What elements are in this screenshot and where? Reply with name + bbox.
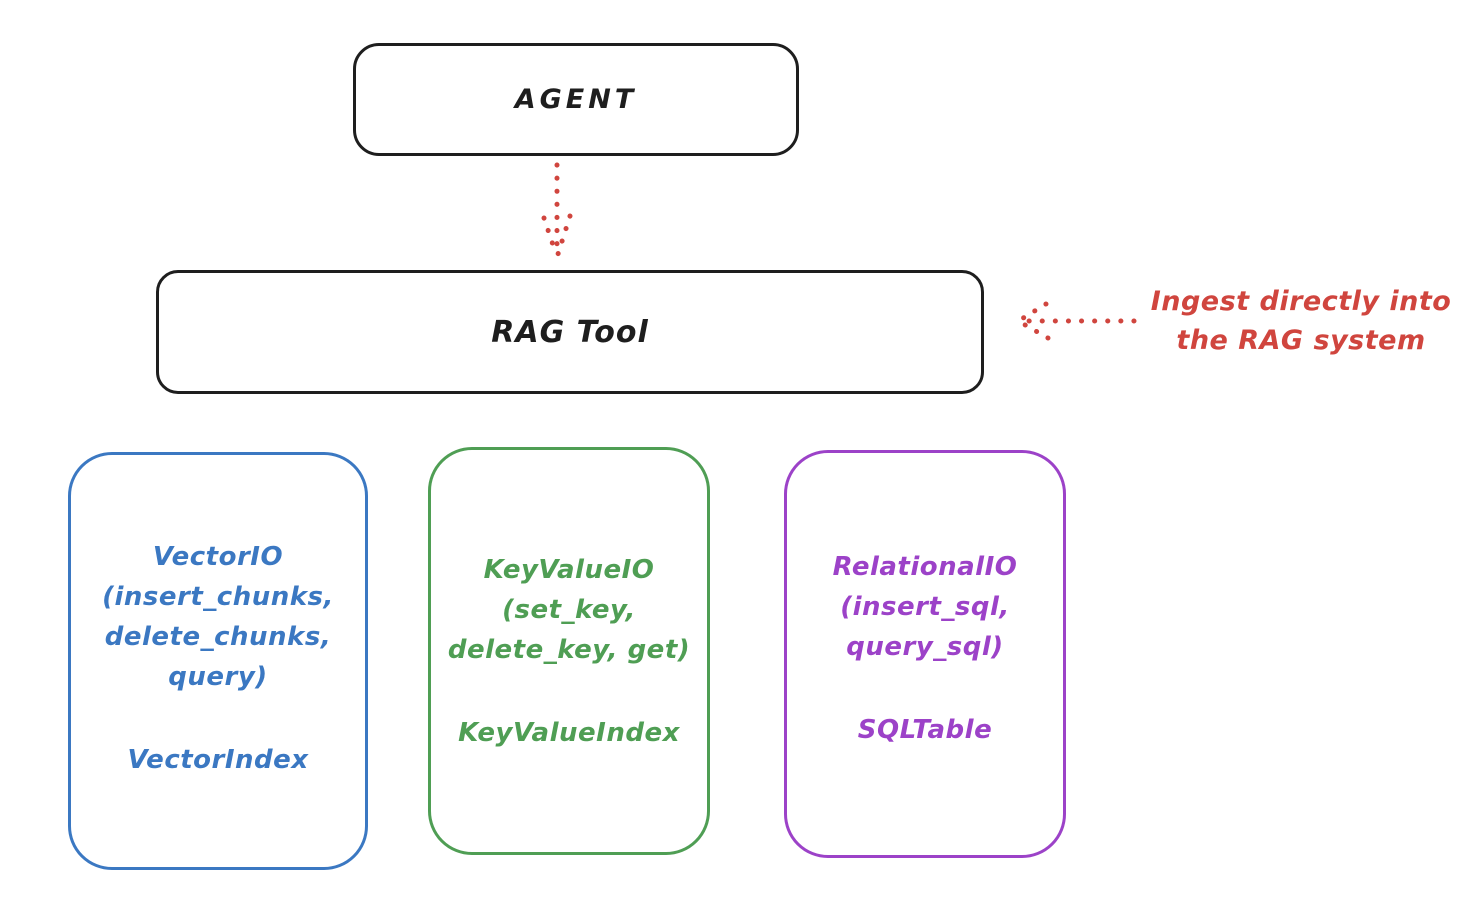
annotation-to-rag-arrow (1012, 298, 1140, 350)
agent-label: AGENT (514, 84, 638, 115)
left-arrow-icon (1017, 301, 1137, 341)
vector-io-node: VectorIO (insert_chunks, delete_chunks, … (68, 452, 368, 870)
relational-io-line: (insert_sql, (840, 592, 1010, 622)
vector-index-label: VectorIndex (127, 745, 309, 775)
relational-io-line: query_sql) (846, 632, 1004, 662)
keyvalue-io-node: KeyValueIO (set_key, delete_key, get) Ke… (428, 447, 710, 855)
annotation-line-2: the RAG system (1176, 325, 1426, 356)
annotation-line-1: Ingest directly into (1150, 286, 1452, 317)
ingest-annotation: Ingest directly into the RAG system (1128, 282, 1474, 360)
vector-io-line: query) (168, 662, 268, 692)
sql-table-label: SQLTable (857, 715, 993, 745)
relational-io-line: RelationalIO (832, 552, 1018, 582)
keyvalue-index-label: KeyValueIndex (458, 718, 680, 748)
relational-io-node: RelationalIO (insert_sql, query_sql) SQL… (784, 450, 1066, 858)
vector-io-line: delete_chunks, (104, 622, 332, 652)
agent-node: AGENT (353, 43, 799, 156)
keyvalue-io-line: KeyValueIO (483, 555, 655, 585)
down-arrow-icon (541, 162, 573, 258)
rag-tool-label: RAG Tool (491, 314, 649, 350)
vector-io-line: (insert_chunks, (102, 582, 334, 612)
agent-to-rag-arrow (538, 160, 576, 268)
keyvalue-io-line: delete_key, get) (447, 635, 691, 665)
keyvalue-io-line: (set_key, (502, 595, 636, 625)
rag-tool-node: RAG Tool (156, 270, 984, 394)
vector-io-line: VectorIO (152, 542, 284, 572)
